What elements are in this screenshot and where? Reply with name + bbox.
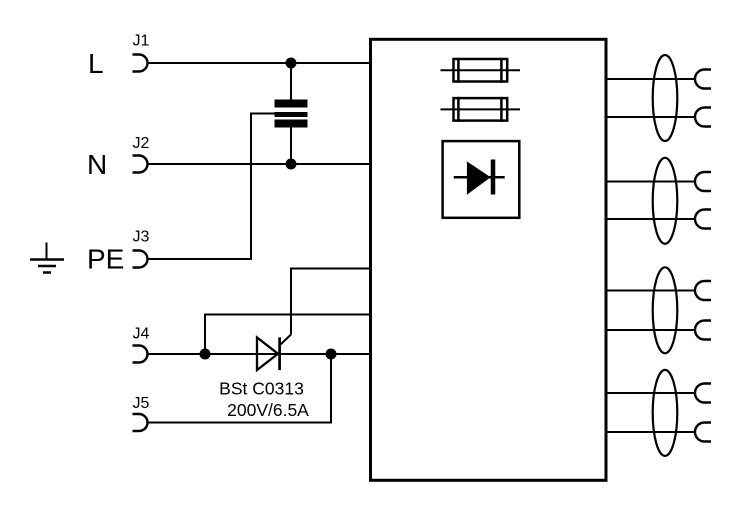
svg-text:200V/6.5A: 200V/6.5A	[227, 400, 309, 420]
svg-text:J2: J2	[133, 135, 150, 152]
svg-text:N: N	[87, 149, 107, 180]
svg-text:J3: J3	[133, 229, 150, 246]
svg-text:L: L	[88, 48, 104, 79]
svg-text:PE: PE	[87, 244, 124, 275]
svg-text:BSt C0313: BSt C0313	[219, 379, 304, 399]
svg-text:J5: J5	[133, 395, 150, 412]
svg-text:J4: J4	[133, 326, 150, 343]
svg-text:J1: J1	[133, 33, 150, 50]
